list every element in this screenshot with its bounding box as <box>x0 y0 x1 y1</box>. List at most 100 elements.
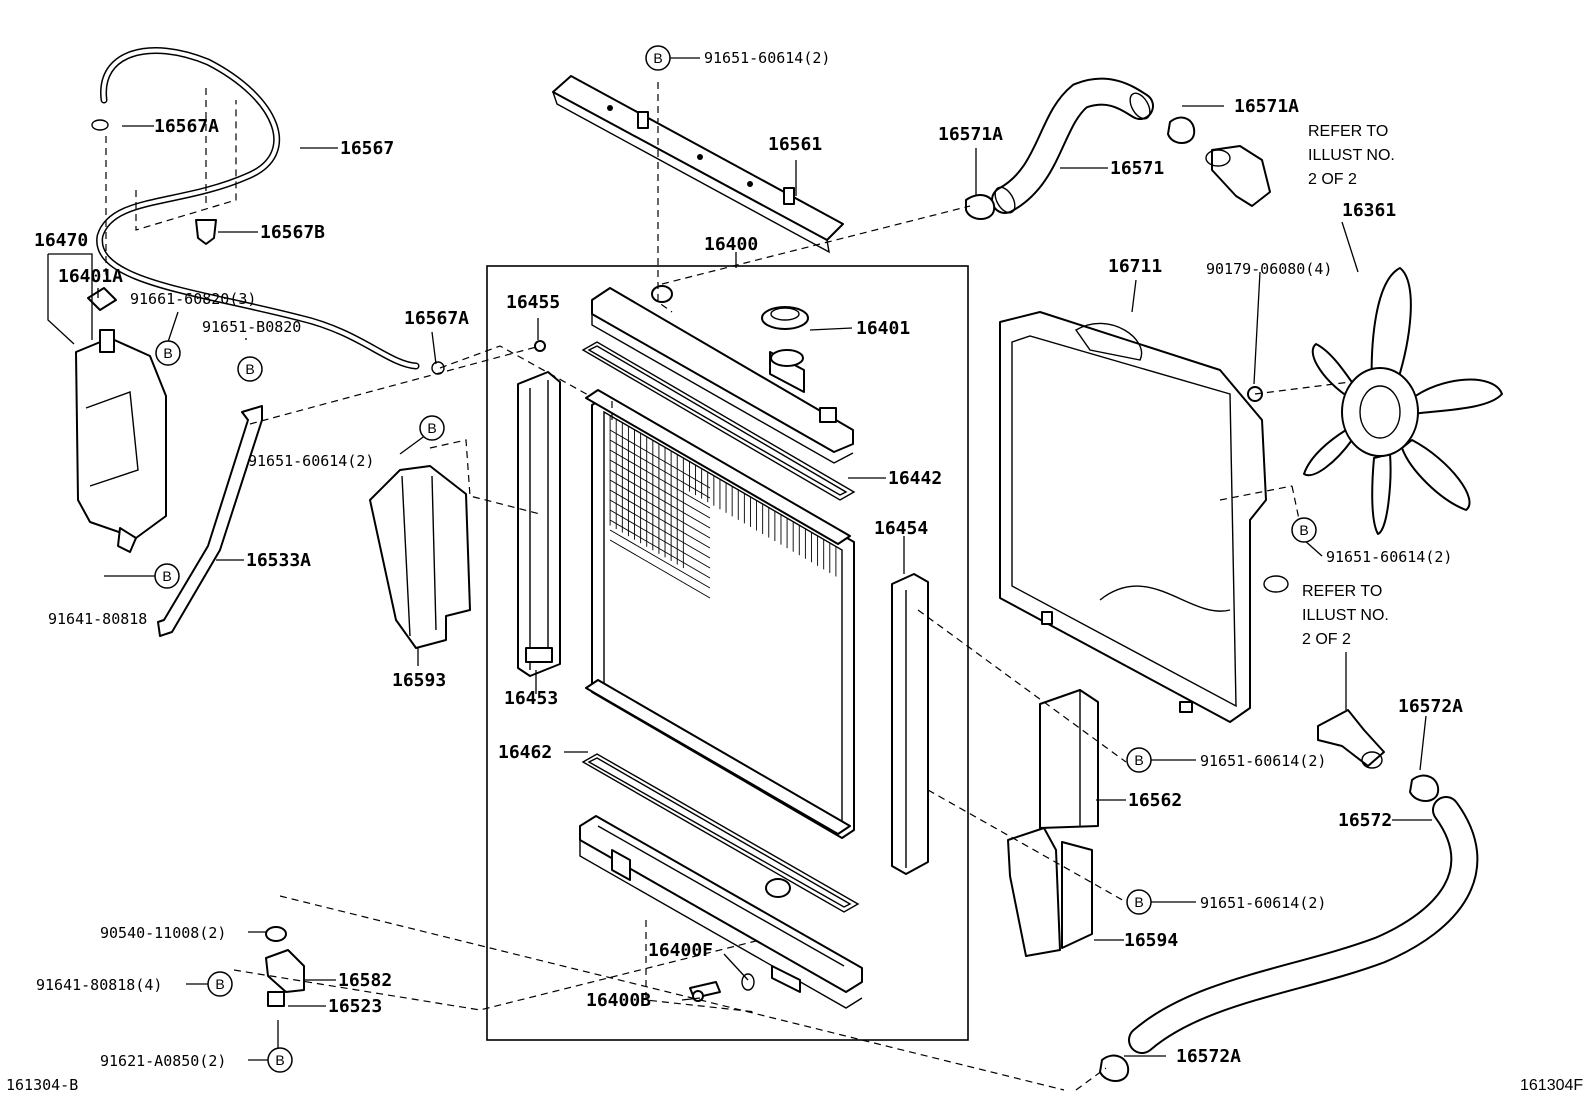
lower-tank-gasket <box>581 753 860 913</box>
svg-text:B: B <box>1299 522 1308 538</box>
figure-id-left: 161304-B <box>6 1076 78 1094</box>
label-16572A-lower: 16572A <box>1176 1046 1241 1067</box>
bolt-marker-bracket-mount: B <box>207 971 233 997</box>
label-16711: 16711 <box>1108 256 1162 277</box>
label-16567A-top: 16567A <box>154 116 219 137</box>
bolt-marker-bracket-lower: B <box>154 563 180 589</box>
air-guide-left[interactable] <box>369 465 471 649</box>
label-16400F: 16400F <box>648 940 713 961</box>
label-16453: 16453 <box>504 688 558 709</box>
refer-note-upper-line2: ILLUST NO. <box>1308 147 1395 164</box>
label-16594: 16594 <box>1124 930 1178 951</box>
label-91651-60614-mid: 91651-60614(2) <box>1200 752 1326 770</box>
bolt-marker-fan: B <box>1291 517 1317 543</box>
svg-text:B: B <box>275 1052 284 1068</box>
label-90179-06080: 90179-06080(4) <box>1206 260 1332 278</box>
label-16571A-left: 16571A <box>938 124 1003 145</box>
water-inlet-lower <box>1317 709 1385 769</box>
bolt-marker-air-guide: B <box>419 415 445 441</box>
svg-text:B: B <box>1134 752 1143 768</box>
refer-note-lower-line1: REFER TO <box>1302 583 1382 600</box>
label-91641-80818-left: 91641-80818 <box>48 610 147 628</box>
left-side-support[interactable] <box>517 371 561 677</box>
hose-clamp-upper-right <box>1167 116 1196 144</box>
refer-note-lower-line2: ILLUST NO. <box>1302 607 1389 624</box>
label-16454: 16454 <box>874 518 928 539</box>
label-16567B: 16567B <box>260 222 325 243</box>
refer-note-upper-line1: REFER TO <box>1308 123 1388 140</box>
label-16561: 16561 <box>768 134 822 155</box>
hose-clamp-small <box>431 361 445 375</box>
label-16572: 16572 <box>1338 810 1392 831</box>
label-91651-B0820: 91651-B0820 <box>202 318 301 336</box>
label-91651-60614-low: 91651-60614(2) <box>1200 894 1326 912</box>
bolt-marker-air-guide-lower: B <box>1126 889 1152 915</box>
radiator-assembly-frame <box>486 265 969 1041</box>
bolt-marker-top: B <box>645 45 671 71</box>
label-16462: 16462 <box>498 742 552 763</box>
label-91661-60820: 91661-60820(3) <box>130 290 256 308</box>
reserve-tank-cap[interactable] <box>87 287 117 311</box>
bracket-mount[interactable] <box>265 926 305 1007</box>
cooling-fan[interactable] <box>1247 267 1503 535</box>
label-91651-60614-top: 91651-60614(2) <box>704 49 830 67</box>
svg-text:B: B <box>1134 894 1143 910</box>
label-16571A-right: 16571A <box>1234 96 1299 117</box>
svg-text:B: B <box>215 976 224 992</box>
fan-shroud[interactable] <box>999 311 1289 723</box>
air-guide-right-upper[interactable] <box>1039 689 1099 829</box>
water-outlet-upper <box>1205 145 1271 207</box>
label-16533A: 16533A <box>246 550 311 571</box>
refer-note-upper-line3: 2 OF 2 <box>1308 171 1357 188</box>
label-91651-60614-fan: 91651-60614(2) <box>1326 548 1452 566</box>
label-16400B: 16400B <box>586 990 651 1011</box>
assembly-dashed-lines <box>105 82 1351 1091</box>
label-16571: 16571 <box>1110 158 1164 179</box>
label-16523: 16523 <box>328 996 382 1017</box>
label-16401A: 16401A <box>58 266 123 287</box>
label-16401: 16401 <box>856 318 910 339</box>
label-91641-80818-low: 91641-80818(4) <box>36 976 162 994</box>
radiator-upper-support[interactable] <box>552 75 844 254</box>
label-91621-A0850: 91621-A0850(2) <box>100 1052 226 1070</box>
hose-clamp-lower-lower <box>1099 1054 1130 1082</box>
label-16567A-mid: 16567A <box>404 308 469 329</box>
svg-text:B: B <box>653 50 662 66</box>
label-leader-lines <box>47 57 1432 1061</box>
hose-clamp <box>91 119 109 131</box>
label-16400: 16400 <box>704 234 758 255</box>
label-16572A-upper: 16572A <box>1398 696 1463 717</box>
label-16455: 16455 <box>506 292 560 313</box>
label-16567: 16567 <box>340 138 394 159</box>
hose-clamp-lower-upper <box>1409 774 1440 802</box>
reserve-tank-bracket[interactable] <box>157 405 263 637</box>
label-90540-11008: 90540-11008(2) <box>100 924 226 942</box>
label-91651-60614-left: 91651-60614(2) <box>248 452 374 470</box>
radiator-upper-tank[interactable] <box>591 285 854 464</box>
reserve-tank[interactable] <box>75 329 167 553</box>
radiator-cap[interactable] <box>761 306 809 330</box>
label-16361: 16361 <box>1342 200 1396 221</box>
bolt-marker-air-guide-upper: B <box>1126 747 1152 773</box>
right-side-support[interactable] <box>891 573 929 875</box>
air-guide-right-lower[interactable] <box>1007 827 1093 957</box>
bolt-marker-reserve-tank: B <box>155 340 181 366</box>
bolt-marker-bracket: B <box>237 356 263 382</box>
svg-text:B: B <box>163 345 172 361</box>
hose-clip <box>195 219 217 245</box>
refer-note-lower-line3: 2 OF 2 <box>1302 631 1351 648</box>
bolt-marker-bottom: B <box>267 1047 293 1073</box>
label-16442: 16442 <box>888 468 942 489</box>
svg-text:B: B <box>427 420 436 436</box>
label-16470: 16470 <box>34 230 88 251</box>
label-16562: 16562 <box>1128 790 1182 811</box>
svg-text:B: B <box>162 568 171 584</box>
drain-cock-o-ring <box>741 973 755 991</box>
radiator-core[interactable] <box>585 389 855 839</box>
upper-tank-gasket <box>581 341 856 501</box>
svg-text:B: B <box>245 361 254 377</box>
radiator-lower-tank[interactable] <box>579 815 863 1009</box>
hose-clamp-upper-left <box>965 194 996 220</box>
figure-id-right: 161304F <box>1520 1077 1583 1094</box>
